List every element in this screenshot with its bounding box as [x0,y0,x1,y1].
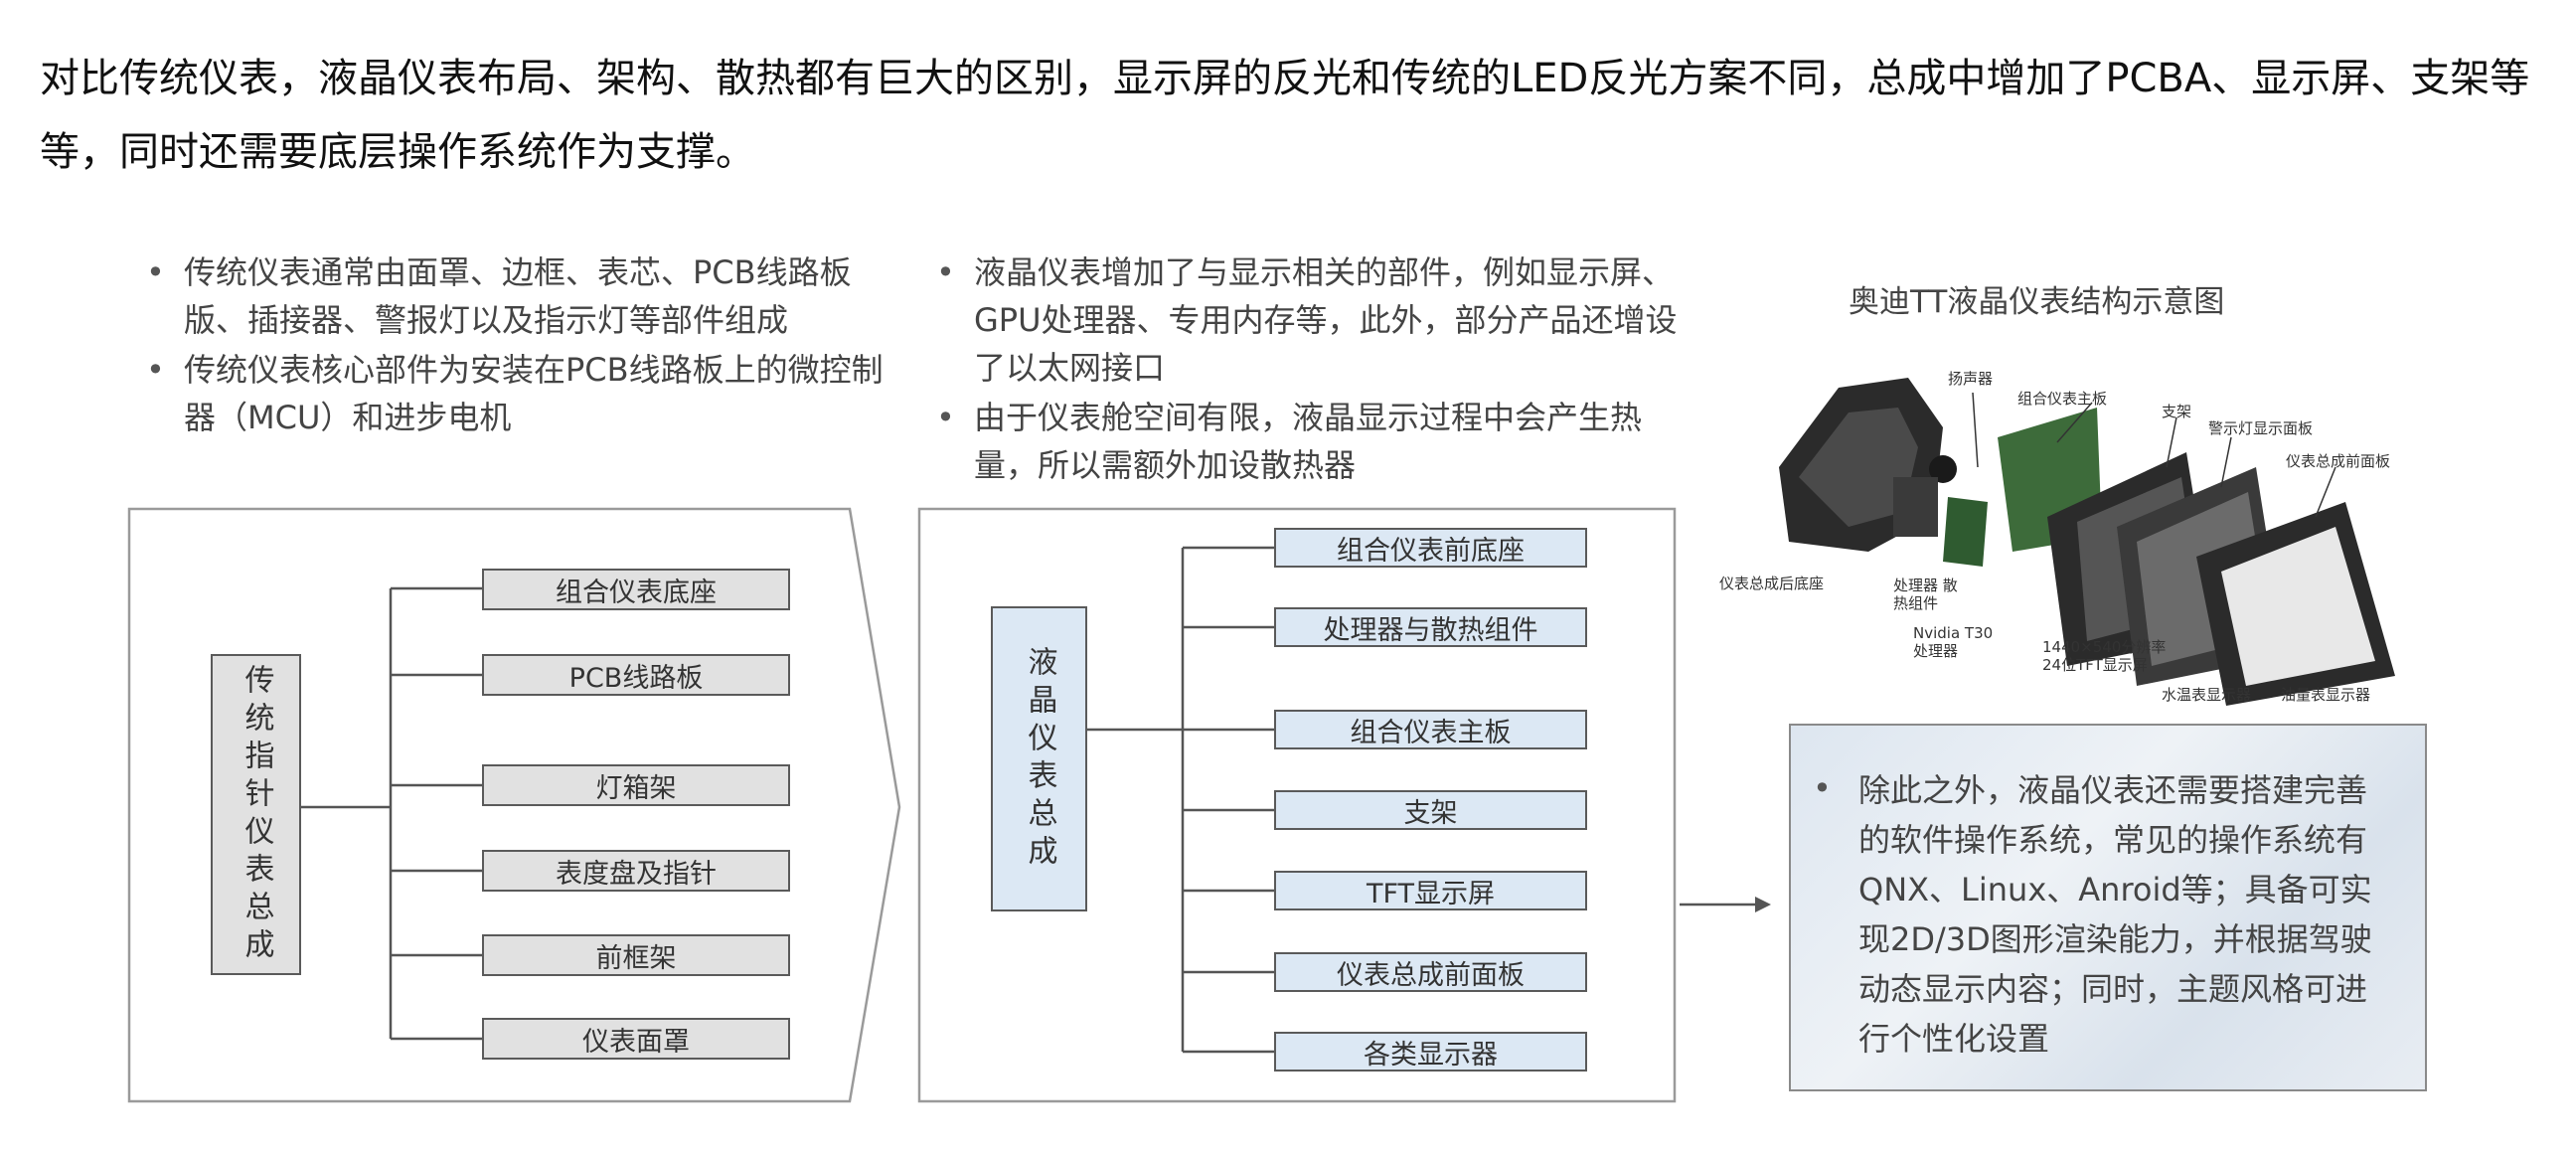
label-fuel: 油量表显示器 [2281,686,2371,704]
traditional-node-pcb: PCB线路板 [482,654,790,696]
lcd-node-processor: 处理器与散热组件 [1274,607,1587,647]
lcd-node-mainboard: 组合仪表主板 [1274,710,1587,749]
lcd-node-tft: TFT显示屏 [1274,871,1587,910]
lcd-node-front-panel: 仪表总成前面板 [1274,952,1587,992]
label-water-temp: 水温表显示器 [2162,686,2252,704]
label-processor: 处理器 散热组件 [1893,577,1958,612]
label-gpu: Nvidia T30 处理器 [1913,624,1994,660]
label-front-panel: 仪表总成前面板 [2286,452,2391,470]
label-bracket: 支架 [2162,403,2192,420]
lcd-node-displays: 各类显示器 [1274,1032,1587,1072]
traditional-node-lightbox: 灯箱架 [482,764,790,806]
label-rear-base: 仪表总成后底座 [1719,575,1825,592]
traditional-node-base: 组合仪表底座 [482,569,790,610]
traditional-node-cover: 仪表面罩 [482,1018,790,1060]
lcd-bullet-1: 液晶仪表增加了与显示相关的部件，例如显示屏、GPU处理器、专用内存等，此外，部分… [924,248,1680,392]
traditional-connectors [301,586,482,1041]
software-text: 除此之外，液晶仪表还需要搭建完善的软件操作系统，常见的操作系统有QNX、Linu… [1858,771,2372,1058]
software-bullet-dot: • [1813,769,1832,807]
label-speaker: 扬声器 [1948,370,1994,388]
traditional-node-dial: 表度盘及指针 [482,850,790,892]
traditional-bullet-2: 传统仪表核心部件为安装在PCB线路板上的微控制器（MCU）和进步电机 [134,346,889,441]
traditional-bullets: 传统仪表通常由面罩、边框、表芯、PCB线路板版、插接器、警报灯以及指示灯等部件组… [134,248,889,443]
lcd-node-front-base: 组合仪表前底座 [1274,528,1587,568]
lcd-node-bracket: 支架 [1274,790,1587,830]
label-tft: 1440×540分辨率 24位TFT显示屏 [2042,638,2167,674]
label-warning: 警示灯显示面板 [2208,419,2314,437]
lcd-bullets: 液晶仪表增加了与显示相关的部件，例如显示屏、GPU处理器、专用内存等，此外，部分… [924,248,1680,491]
traditional-root: 传统指针仪表总成 [211,654,301,975]
software-box: • 除此之外，液晶仪表还需要搭建完善的软件操作系统，常见的操作系统有QNX、Li… [1789,724,2427,1091]
exploded-illustration [1779,378,2395,706]
traditional-node-front-frame: 前框架 [482,934,790,976]
intro-paragraph: 对比传统仪表，液晶仪表布局、架构、散热都有巨大的区别，显示屏的反光和传统的LED… [40,56,2530,175]
lcd-bullet-2: 由于仪表舱空间有限，液晶显示过程中会产生热量，所以需额外加设散热器 [924,394,1680,489]
lcd-root: 液晶仪表总成 [991,606,1087,911]
traditional-bullet-1: 传统仪表通常由面罩、边框、表芯、PCB线路板版、插接器、警报灯以及指示灯等部件组… [134,248,889,344]
label-mainboard: 组合仪表主板 [2017,390,2108,408]
lcd-connectors [1087,546,1274,1054]
software-arrow [1680,897,1771,912]
exploded-title: 奥迪TT液晶仪表结构示意图 [1849,284,2225,320]
